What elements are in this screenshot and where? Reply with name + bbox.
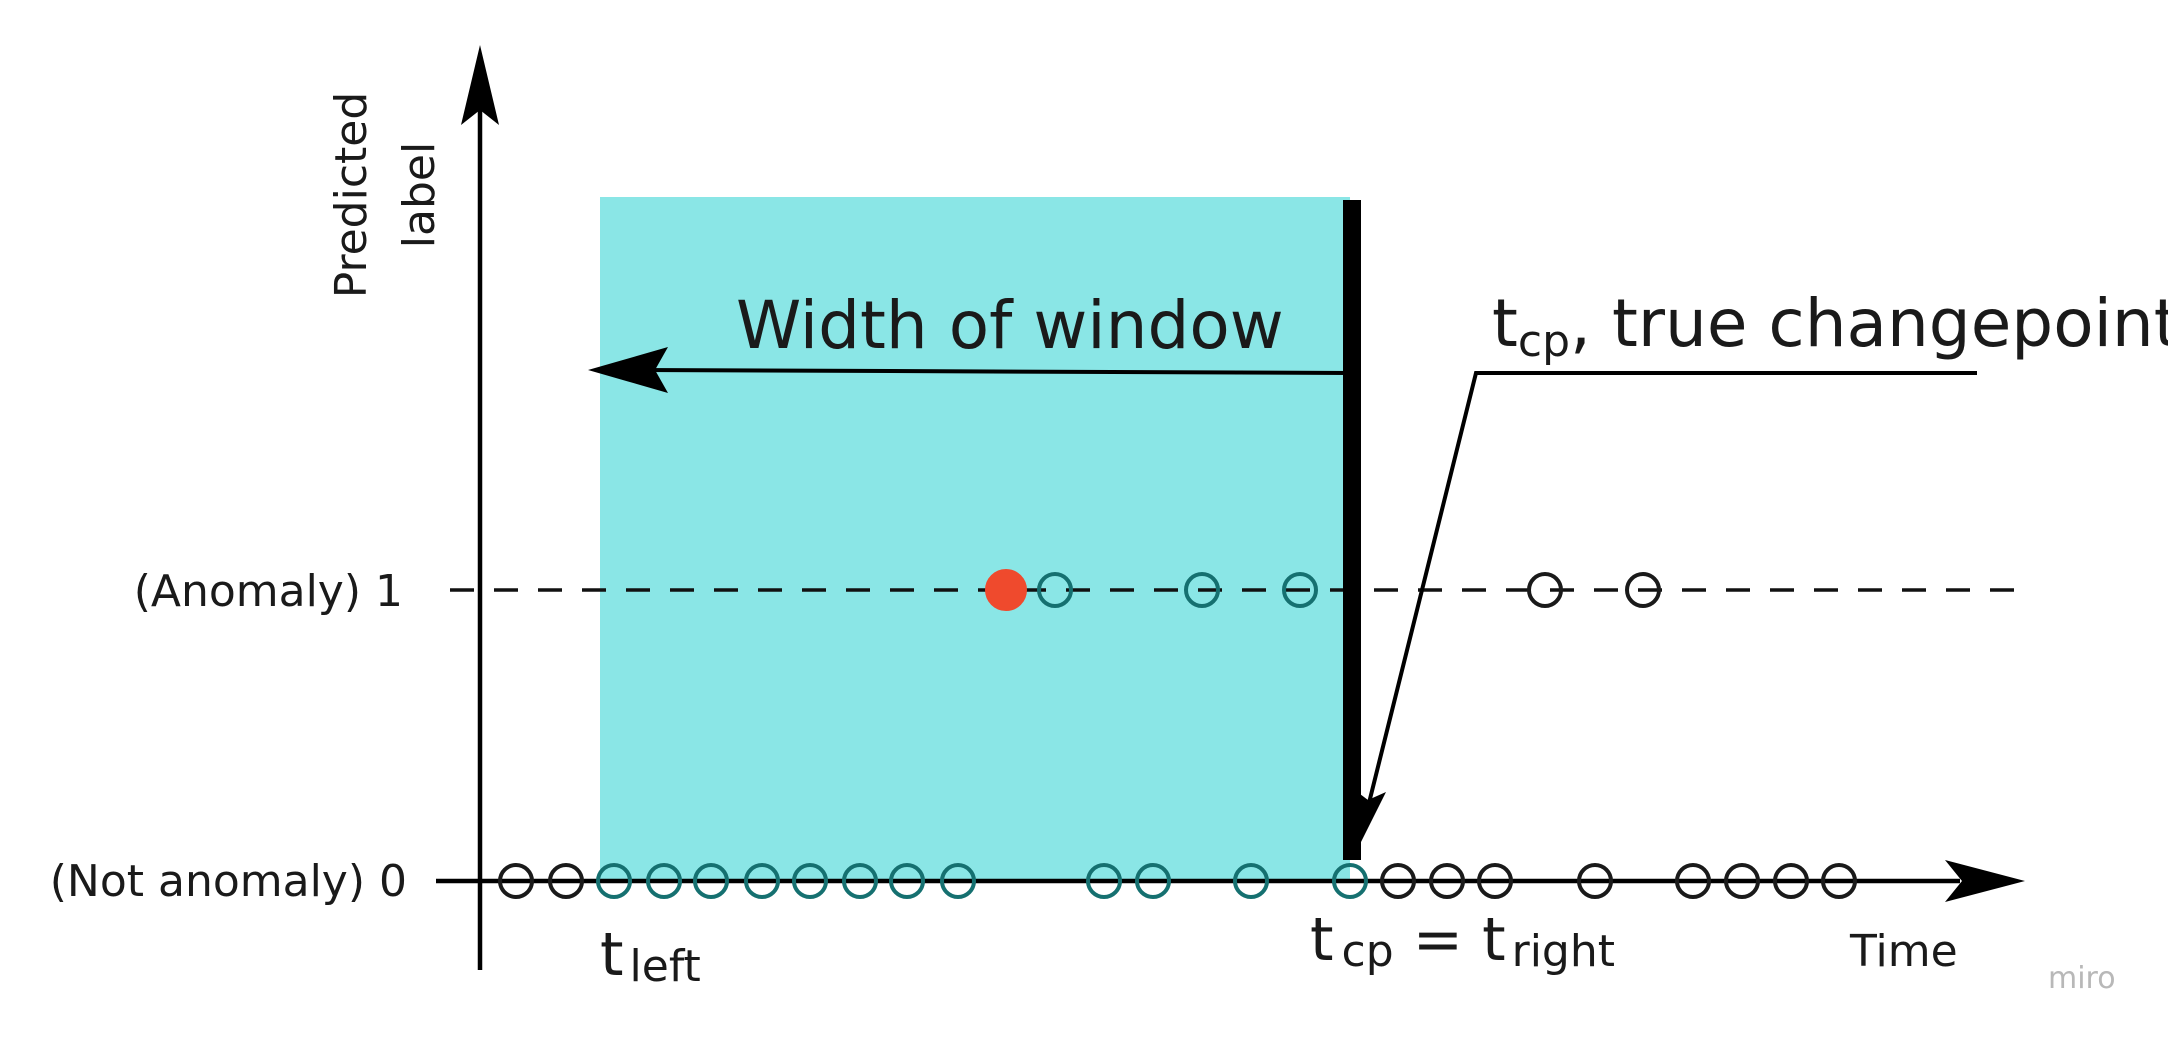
normal-point [1086,863,1122,899]
normal-point [1724,863,1760,899]
normal-point [646,863,682,899]
predicted-anomaly-point-filled [985,569,1027,611]
normal-point [1233,863,1269,899]
normal-point [940,863,976,899]
changepoint-leader-arrowhead [1352,788,1386,850]
y-axis-title-line1: Predicted [326,92,377,299]
changepoint-label-sub: cp [1518,316,1570,367]
equals-t: = t [1394,905,1506,975]
y-axis-arrow [461,45,499,125]
miro-watermark: miro [2048,961,2116,996]
normal-point [548,863,584,899]
window-label: Width of window [736,287,1284,364]
normal-point [889,863,925,899]
anomaly-point [1037,572,1073,608]
changepoint-label: tcp, true changepoint [1492,285,2168,367]
anomaly-point [1527,572,1563,608]
window-region [600,197,1350,881]
normal-point [842,863,878,899]
anomaly-point [1625,572,1661,608]
normal-point [1577,863,1613,899]
normal-point [744,863,780,899]
x-axis-arrow [1945,860,2025,902]
t-cp-t: t [1310,905,1334,975]
t-right-sub: right [1512,926,1615,977]
normal-point [596,863,632,899]
y-tick-not-anomaly: (Not anomaly) 0 [50,856,407,907]
changepoint-label-rest: , true changepoint [1570,285,2168,362]
normal-point [693,863,729,899]
t-left-t: t [600,920,624,990]
y-axis-title-line2: label [394,142,445,248]
y-tick-anomaly: (Anomaly) 1 [134,566,403,617]
data-points [498,569,1857,899]
normal-point [1675,863,1711,899]
normal-point [1332,863,1368,899]
changepoint-label-t: t [1492,285,1518,362]
anomaly-point [1282,572,1318,608]
t-left-sub: left [630,941,701,992]
normal-point [792,863,828,899]
window-width-arrowhead [588,347,668,393]
normal-point [498,863,534,899]
normal-point [1135,863,1171,899]
normal-point [1477,863,1513,899]
window-width-arrow [639,368,1351,375]
normal-point [1773,863,1809,899]
normal-point [1380,863,1416,899]
x-axis-title: Time [1849,926,1958,977]
normal-point [1821,863,1857,899]
normal-point [1429,863,1465,899]
t-cp-sub: cp [1342,926,1394,977]
anomaly-point [1184,572,1220,608]
changepoint-leader-line [1364,371,1977,816]
